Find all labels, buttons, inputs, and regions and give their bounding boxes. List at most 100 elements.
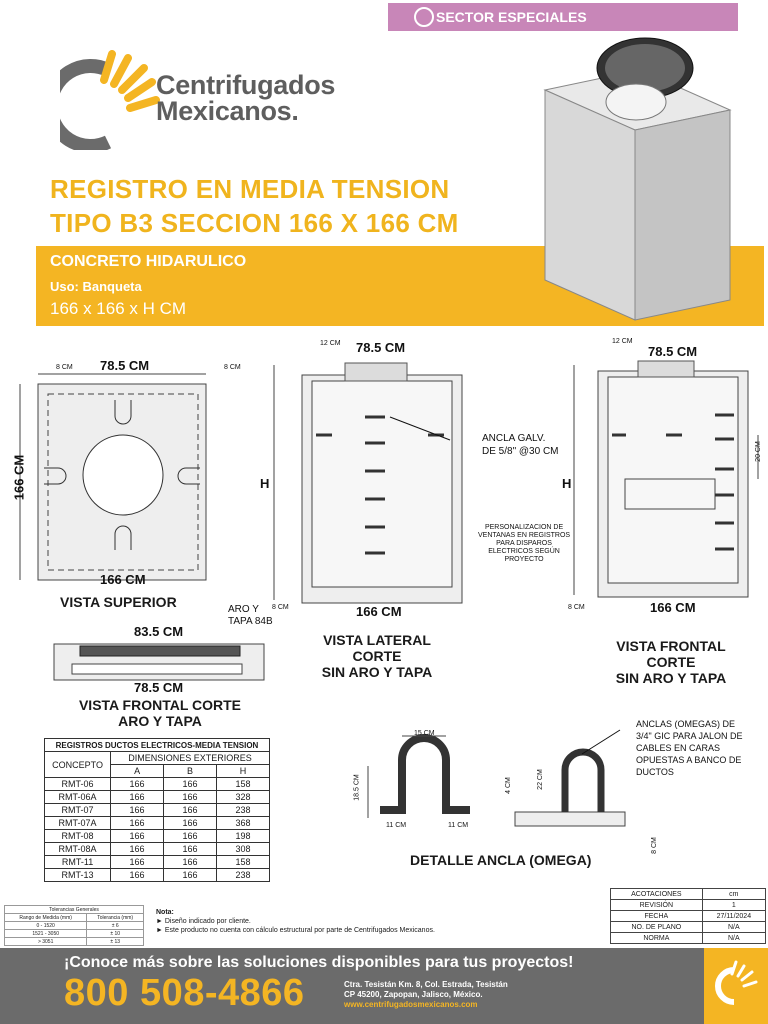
cell: N/A xyxy=(701,921,767,933)
lateral-callout-2: DE 5/8" @30 CM xyxy=(482,446,559,457)
frontal-aro-caption: VISTA FRONTAL CORTE ARO Y TAPA xyxy=(60,697,260,729)
cell: 166 xyxy=(163,829,217,843)
ancla-dim-22: 22 CM xyxy=(536,769,544,790)
cell: 166 xyxy=(163,868,217,882)
ancla-dim-leg-right: 11 CM xyxy=(448,822,469,829)
ancla-callout: ANCLAS (OMEGAS) DE 3/4" GIC PARA JALON D… xyxy=(636,718,743,778)
cell: ± 10 xyxy=(86,929,144,938)
frontal-callout-3: PARA DISPAROS xyxy=(496,540,552,547)
cell: 328 xyxy=(215,790,271,804)
ancla-dim-leg-left: 11 CM xyxy=(386,822,407,829)
sector-badge: SECTOR ESPECIALES xyxy=(388,3,738,31)
lateral-caption-3: SIN ARO Y TAPA xyxy=(321,664,433,680)
ancla-callout-2: 3/4" GIC PARA JALON DE xyxy=(636,731,743,741)
frontal-aro-dim-top: 83.5 CM xyxy=(134,624,184,639)
ancla-callout-5: DUCTOS xyxy=(636,767,674,777)
lateral-caption: VISTA LATERAL CORTE SIN ARO Y TAPA xyxy=(302,632,452,680)
cell: 166 xyxy=(110,790,165,804)
product-title: REGISTRO EN MEDIA TENSION TIPO B3 SECCIO… xyxy=(50,172,459,240)
uso-label: Uso: Banqueta xyxy=(50,279,142,294)
footer-cta: ¡Conoce más sobre las soluciones disponi… xyxy=(64,954,574,971)
lateral-dim-top-margin: 12 CM xyxy=(320,340,341,347)
table-row: 1521 - 3050± 10 xyxy=(3,929,144,938)
lateral-dim-bottom-margin: 8 CM xyxy=(272,604,289,611)
cell: RMT-07A xyxy=(43,816,112,830)
cell: REVISIÓN xyxy=(610,899,703,911)
cell: NORMA xyxy=(610,932,703,944)
lateral-caption-1: VISTA LATERAL xyxy=(323,632,431,648)
notes: Nota: ► Diseño indicado por cliente. ► E… xyxy=(156,908,435,935)
cell: 0 - 1520 xyxy=(3,921,88,930)
frontal-dim-bottom-margin: 8 CM xyxy=(568,604,585,611)
cell: RMT-06A xyxy=(43,790,112,804)
medida-label: 166 x 166 x H CM xyxy=(50,299,187,318)
frontal-caption: VISTA FRONTAL CORTE SIN ARO Y TAPA xyxy=(596,638,746,686)
col-group: DIMENSIONES EXTERIORES xyxy=(110,751,270,765)
table-row: > 3051± 13 xyxy=(3,937,144,946)
col-concepto: CONCEPTO xyxy=(43,751,112,778)
table-row: 0 - 1520± 6 xyxy=(3,921,144,930)
tolerancias-title: Tolerancias Generales xyxy=(4,905,144,914)
title-line-1: REGISTRO EN MEDIA TENSION xyxy=(50,174,450,204)
cell: NO. DE PLANO xyxy=(610,921,703,933)
cell: cm xyxy=(701,888,767,900)
cell: RMT-13 xyxy=(43,868,112,882)
vista-superior-drawing xyxy=(19,373,207,581)
lateral-dim-height: H xyxy=(260,476,270,491)
cell: 1521 - 3050 xyxy=(3,929,88,938)
notes-line-1: ► Diseño indicado por cliente. xyxy=(156,918,251,925)
frontal-dim-top: 78.5 CM xyxy=(648,344,698,359)
frontal-aro-drawing xyxy=(53,643,265,681)
cell: 166 xyxy=(110,803,165,817)
address-line-2: CP 45200, Zapopan, Jalisco, México. xyxy=(344,990,483,999)
cell: 166 xyxy=(110,829,165,843)
ancla-callout-3: CABLES EN CARAS xyxy=(636,743,721,753)
cell: 368 xyxy=(215,816,271,830)
frontal-callout-4: ELECTRICOS SEGÚN xyxy=(488,548,560,555)
cell: 166 xyxy=(163,790,217,804)
cell: RMT-06 xyxy=(43,777,112,791)
frontal-dim-window: 20 CM xyxy=(754,441,762,462)
frontal-caption-3: SIN ARO Y TAPA xyxy=(615,670,727,686)
detalle-ancla-drawing xyxy=(367,729,626,827)
superior-dim-bottom: 166 CM xyxy=(100,572,146,587)
cell: 238 xyxy=(215,868,271,882)
cell: 166 xyxy=(163,803,217,817)
footer-phone[interactable]: 800 508-4866 xyxy=(64,972,305,1014)
vista-frontal-drawing xyxy=(573,360,759,598)
brand-line-1: Centrifugados xyxy=(156,70,336,100)
frontal-callout-2: VENTANAS EN REGISTROS xyxy=(478,532,571,539)
cell: FECHA xyxy=(610,910,703,922)
tolerancias-table: Tolerancias Generales Rango de Medida (m… xyxy=(3,905,144,946)
ancla-dim-width: 15 CM xyxy=(414,730,435,737)
cell: 166 xyxy=(163,855,217,869)
cell: 1 xyxy=(701,899,767,911)
address-line-1: Ctra. Tesistán Km. 8, Col. Estrada, Tesi… xyxy=(344,980,508,989)
cell: 166 xyxy=(110,816,165,830)
cell: 166 xyxy=(110,855,165,869)
cell: ± 13 xyxy=(86,937,144,946)
company-logo xyxy=(60,50,160,150)
brand-line-2: Mexicanos. xyxy=(156,96,299,126)
cell: 238 xyxy=(215,803,271,817)
ancla-callout-1: ANCLAS (OMEGAS) DE xyxy=(636,719,736,729)
cell: 166 xyxy=(163,842,217,856)
footer-web-link[interactable]: www.centrifugadosmexicanos.com xyxy=(344,1000,478,1009)
cell: 158 xyxy=(215,855,271,869)
superior-dim-margin-right: 8 CM xyxy=(224,364,241,371)
cell: 27/11/2024 xyxy=(701,910,767,922)
frontal-caption-2: CORTE xyxy=(646,654,696,670)
footer: ¡Conoce más sobre las soluciones disponi… xyxy=(0,948,768,1024)
title-line-2: TIPO B3 SECCION 166 X 166 CM xyxy=(50,208,459,238)
frontal-aro-caption-2: ARO Y TAPA xyxy=(118,713,202,729)
cell: ± 6 xyxy=(86,921,144,930)
frontal-dim-height: H xyxy=(562,476,572,491)
cell: RMT-11 xyxy=(43,855,112,869)
